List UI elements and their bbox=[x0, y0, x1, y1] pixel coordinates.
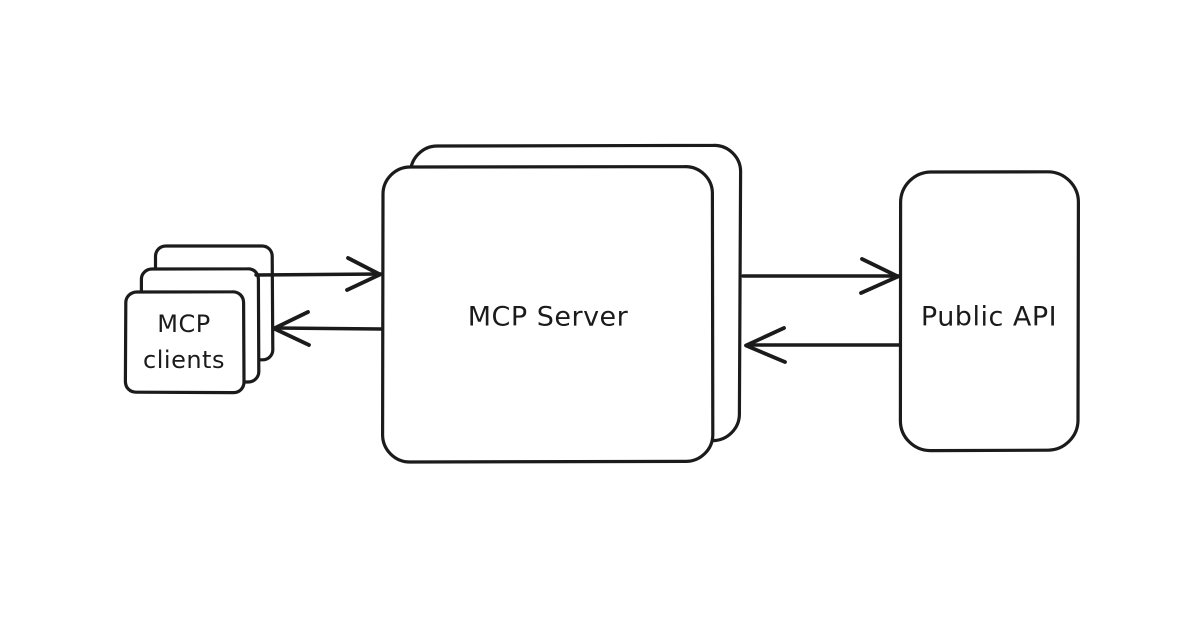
connector-api-to-server-arrowhead-icon bbox=[744, 326, 787, 364]
connector-api-to-server[interactable] bbox=[744, 326, 901, 364]
connector-clients-to-server-line bbox=[254, 272, 383, 277]
mcp-clients-label-line-1: MCP bbox=[157, 310, 210, 338]
mcp-server-label: MCP Server bbox=[468, 302, 629, 333]
mcp-server-card-front bbox=[380, 164, 715, 464]
connector-clients-to-server[interactable] bbox=[254, 256, 383, 292]
mcp-clients-label-line-2: clients bbox=[143, 346, 225, 374]
connector-server-to-api-arrowhead-icon bbox=[859, 257, 900, 295]
node-mcp-clients[interactable]: MCP clients bbox=[123, 244, 275, 395]
public-api-label: Public API bbox=[921, 302, 1057, 333]
node-public-api[interactable]: Public API bbox=[898, 170, 1081, 453]
mcp-clients-card-front bbox=[123, 290, 246, 395]
connector-server-to-api[interactable] bbox=[741, 257, 901, 295]
connector-server-to-clients-line bbox=[274, 326, 383, 331]
connector-clients-to-server-arrowhead-icon bbox=[345, 256, 382, 292]
public-api-card bbox=[898, 170, 1081, 453]
connector-server-to-clients-arrowhead-icon bbox=[272, 310, 311, 347]
node-mcp-server[interactable]: MCP Server bbox=[380, 143, 743, 464]
connector-server-to-clients[interactable] bbox=[272, 310, 383, 347]
